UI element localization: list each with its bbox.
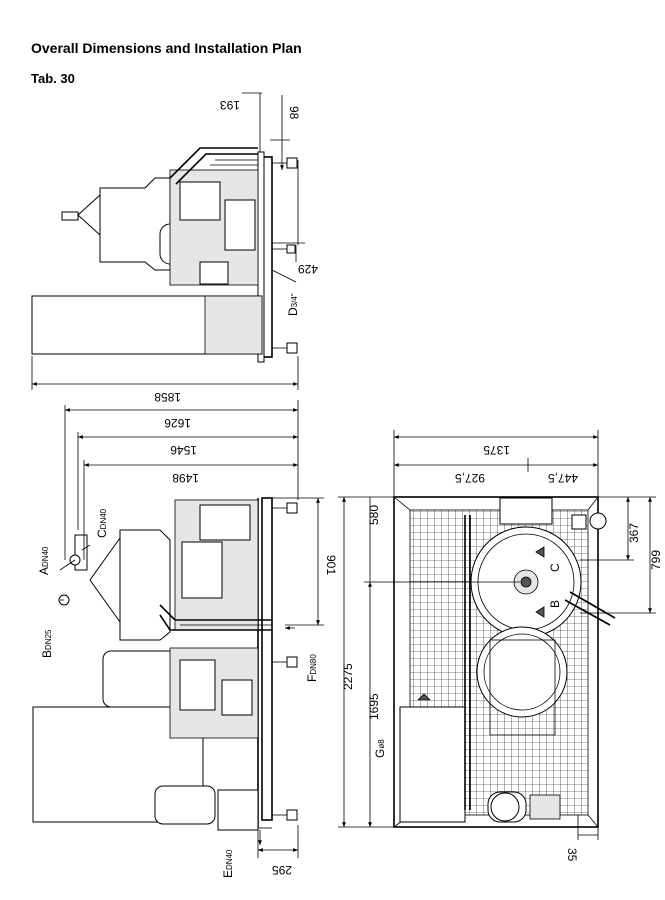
connection-f-label: FDN80 <box>305 654 319 682</box>
dim-799: 799 <box>649 550 663 570</box>
dim-1695: 1695 <box>367 693 381 720</box>
connection-a-label: ADN40 <box>37 546 51 575</box>
connection-b-label: BDN25 <box>40 629 54 658</box>
dim-98: 98 <box>287 106 301 120</box>
dim-1626: 1626 <box>164 416 191 430</box>
plan-view: 1375 927,5 447,5 580 2275 1695 367 799 3… <box>338 430 663 862</box>
plan-connection-b-label: B <box>548 600 562 608</box>
dim-927-5: 927,5 <box>455 471 485 485</box>
dim-901: 901 <box>324 555 338 575</box>
plan-connection-c-label: C <box>548 563 562 572</box>
connection-g-label: Gø8 <box>373 739 387 758</box>
dim-429: 429 <box>298 262 318 276</box>
dim-1858: 1858 <box>154 390 181 404</box>
connection-c-label: CDN40 <box>95 508 109 538</box>
page-title: Overall Dimensions and Installation Plan <box>31 40 302 56</box>
dim-1498: 1498 <box>172 471 199 485</box>
table-reference: Tab. 30 <box>31 71 75 86</box>
dim-1546: 1546 <box>170 443 197 457</box>
dim-367: 367 <box>627 523 641 543</box>
connection-e-label: EDN40 <box>221 849 235 878</box>
dim-295: 295 <box>272 863 292 877</box>
dim-447-5: 447,5 <box>548 471 578 485</box>
dim-580: 580 <box>367 505 381 525</box>
dim-2275: 2275 <box>341 663 355 690</box>
dim-193: 193 <box>220 98 240 112</box>
dim-35: 35 <box>565 848 579 862</box>
dim-1375: 1375 <box>483 443 510 457</box>
top-view: 193 98 429 1858 D3/4" <box>31 92 318 404</box>
side-view: 1626 1546 1498 901 295 ADN40 BDN25 CDN40… <box>32 400 338 878</box>
connection-d-label: D3/4" <box>286 293 300 316</box>
